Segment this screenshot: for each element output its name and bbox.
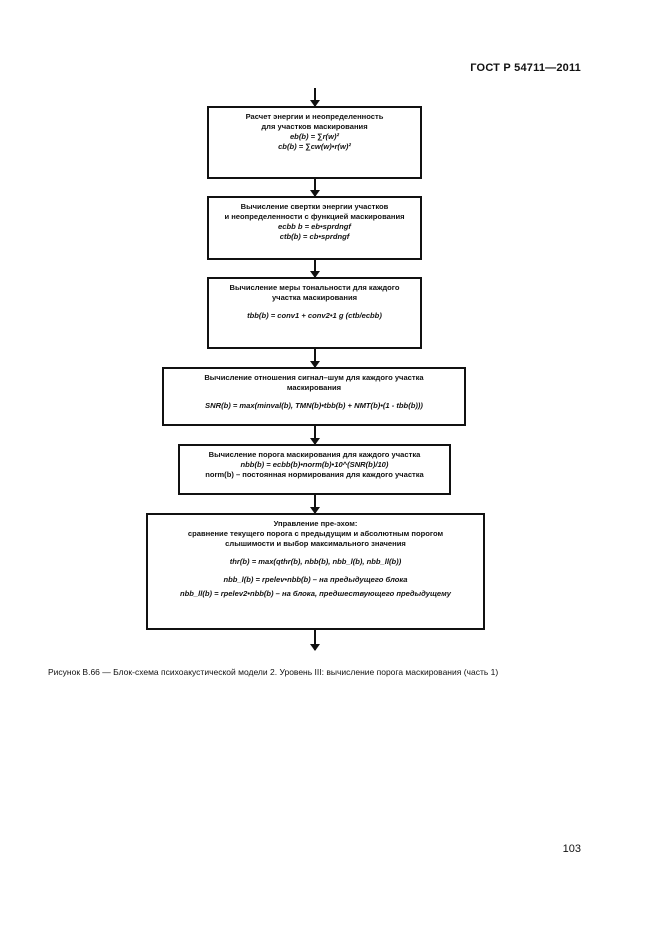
box-threshold-line3: norm(b) – постоянная нормирования для ка… [205, 470, 424, 479]
box-preecho-line3: слышимости и выбор максимального значени… [225, 539, 406, 548]
box-snr-formula: SNR(b) = max(minval(b), TMN(b)•tbb(b) + … [205, 401, 423, 410]
arrow-5-6 [310, 495, 320, 514]
box-convolution-formula1: ecbb b = eb•sprdngf [278, 222, 351, 231]
arrow-2-3 [310, 260, 320, 278]
box-tonality-formula: tbb(b) = conv1 + conv2•1 g (ctb/ecbb) [247, 311, 382, 320]
arrow-top [310, 88, 320, 107]
box-preecho-line2: сравнение текущего порога с предыдущим и… [187, 529, 444, 538]
box-tonality-line1: Вычисление меры тональности для каждого [229, 283, 400, 292]
box-snr-line2: маскирования [286, 383, 342, 392]
arrow-3-4 [310, 349, 320, 368]
box-preecho-line1: Управление пре-эхом: [273, 519, 358, 528]
box-preecho: Управление пре-эхом: сравнение текущего … [146, 513, 485, 630]
box-threshold-line1: Вычисление порога маскирования для каждо… [208, 450, 421, 459]
box-preecho-formula2: nbb_l(b) = rpelev•nbb(b) – на предыдущег… [223, 575, 408, 584]
arrow-4-5 [310, 426, 320, 445]
box-energy-line1: Расчет энергии и неопределенность [245, 112, 384, 121]
box-tonality-line2: участка маскирования [271, 293, 358, 302]
arrow-bottom [310, 630, 320, 651]
box-energy-formula2: cb(b) = ∑cw(w)•r(w)² [278, 142, 351, 151]
box-threshold: Вычисление порога маскирования для каждо… [178, 444, 451, 495]
figure-caption: Рисунок В.66 — Блок-схема психоакустичес… [48, 667, 499, 677]
box-preecho-formula1: thr(b) = max(qthr(b), nbb(b), nbb_l(b), … [229, 557, 402, 566]
box-convolution-line2: и неопределенности с функцией маскирован… [224, 212, 405, 221]
box-convolution-formula2: ctb(b) = cb•sprdngf [279, 232, 350, 241]
box-energy-line2: для участков маскирования [261, 122, 368, 131]
box-convolution-line1: Вычисление свертки энергии участков [240, 202, 389, 211]
page-number: 103 [562, 843, 581, 855]
box-energy-formula1: eb(b) = ∑r(w)² [289, 132, 340, 141]
box-convolution: Вычисление свертки энергии участков и не… [207, 196, 422, 260]
arrow-1-2 [310, 179, 320, 197]
box-tonality: Вычисление меры тональности для каждого … [207, 277, 422, 349]
box-preecho-formula3: nbb_ll(b) = rpelev2•nbb(b) – на блока, п… [179, 589, 452, 598]
box-threshold-formula: nbb(b) = ecbb(b)•norm(b)•10^(SNR(b)/10) [240, 460, 389, 469]
box-snr-line1: Вычисление отношения сигнал–шум для кажд… [204, 373, 424, 382]
document-header: ГОСТ Р 54711—2011 [470, 62, 581, 74]
box-energy: Расчет энергии и неопределенность для уч… [207, 106, 422, 179]
box-snr: Вычисление отношения сигнал–шум для кажд… [162, 367, 466, 426]
